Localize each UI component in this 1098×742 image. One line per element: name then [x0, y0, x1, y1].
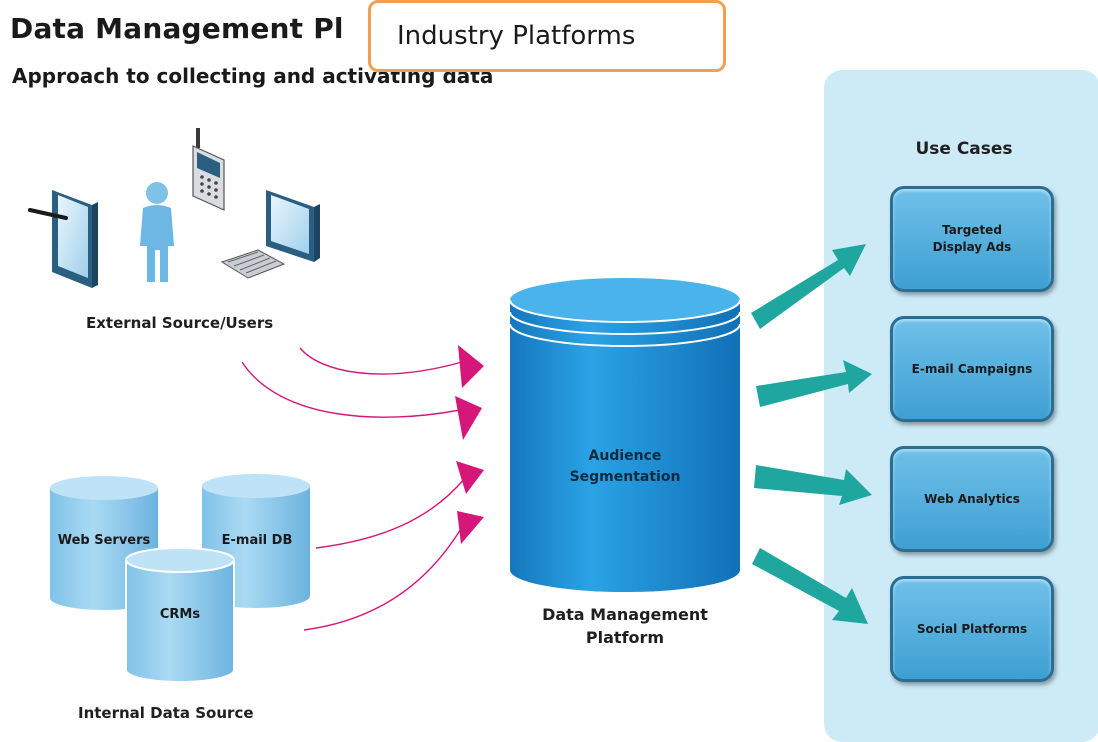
page-title: Data Management Pl	[10, 12, 344, 45]
email-db-label: E-mail DB	[221, 533, 293, 548]
tablet-icon	[28, 190, 98, 288]
usecase-email-campaigns: E-mail Campaigns	[890, 316, 1054, 422]
arrow-to-social-platforms	[752, 548, 868, 624]
source-arrows	[241, 347, 466, 631]
arrowhead-3	[456, 461, 484, 494]
usecase-social-platforms: Social Platforms	[890, 576, 1054, 682]
crms-label: CRMs	[159, 607, 201, 622]
user-icon	[140, 182, 174, 282]
usecase-targeted-display-ads: Targeted Display Ads	[890, 186, 1054, 292]
crms-db	[125, 547, 235, 683]
arrow-internal-1	[315, 477, 466, 549]
industry-platforms-overlay: Industry Platforms	[368, 0, 726, 72]
web-servers-label: Web Servers	[57, 533, 151, 548]
usecase-web-analytics: Web Analytics	[890, 446, 1054, 552]
internal-source-label: Internal Data Source	[78, 704, 254, 722]
platform-caption: Data Management Platform	[542, 605, 708, 647]
usecase-arrows	[751, 244, 872, 624]
computer-monitor-icon	[266, 190, 320, 262]
platform-cylinder	[509, 278, 741, 592]
arrowhead-4	[457, 511, 484, 544]
arrow-to-email-campaigns	[756, 360, 872, 407]
arrow-external-1	[299, 347, 463, 375]
audience-segmentation-label: Audience Segmentation	[569, 448, 681, 485]
arrow-internal-2	[303, 526, 463, 631]
arrow-to-targeted-display-ads	[751, 244, 866, 329]
arrowhead-1	[458, 345, 484, 388]
phone-icon	[192, 128, 225, 211]
arrow-to-web-analytics	[754, 465, 872, 505]
external-source-label: External Source/Users	[86, 314, 274, 332]
use-cases-header: Use Cases	[915, 139, 1013, 159]
arrow-external-2	[241, 361, 461, 418]
keyboard-icon	[220, 249, 286, 279]
arrowhead-2	[455, 396, 482, 440]
source-arrowheads	[455, 345, 484, 544]
